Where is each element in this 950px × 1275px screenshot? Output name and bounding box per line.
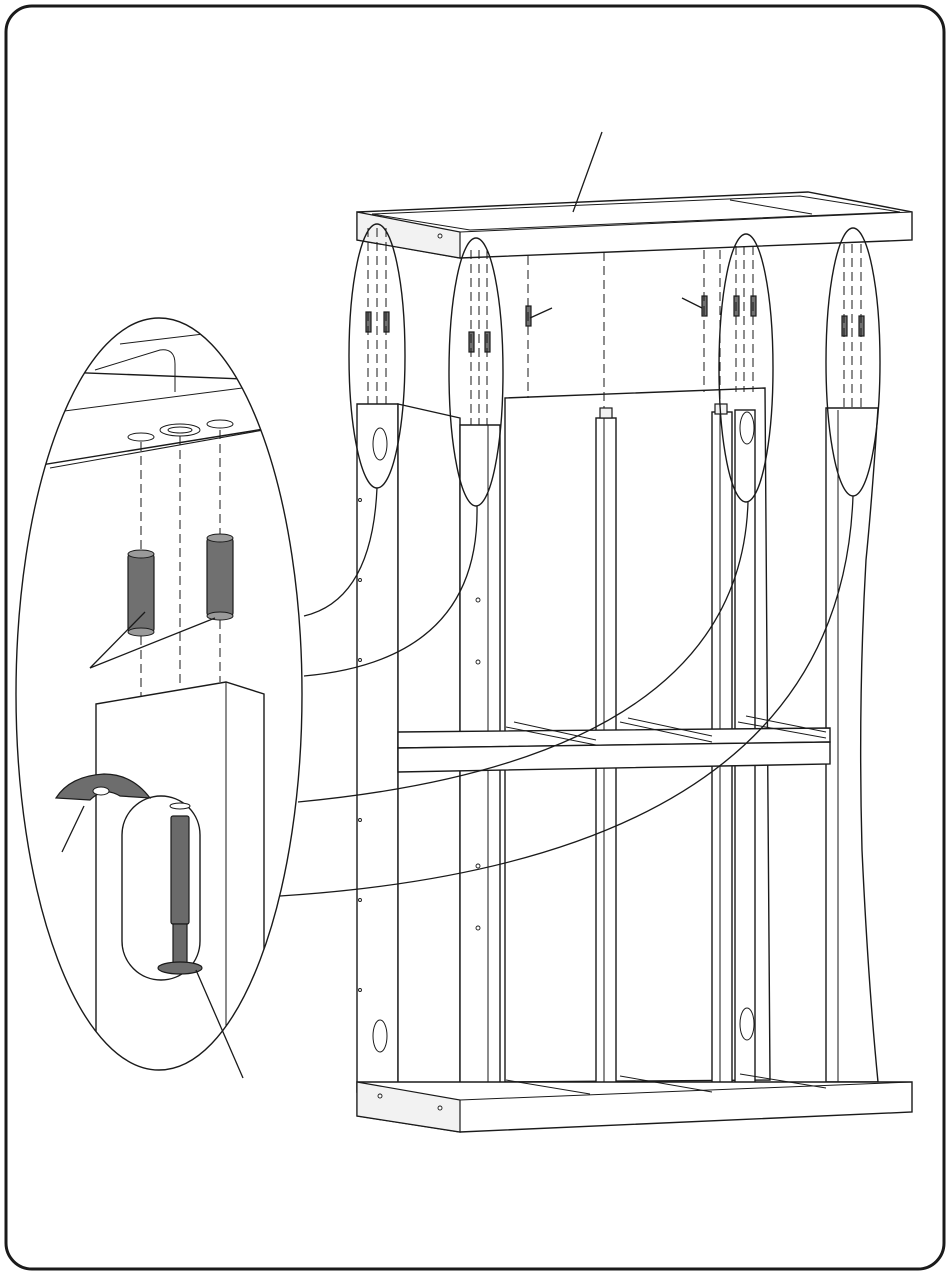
wooden-dowels: [366, 296, 864, 352]
dowel-hole: [128, 433, 154, 441]
wooden-dowel: [207, 538, 233, 616]
wooden-dowel: [128, 554, 154, 632]
cam-hole: [373, 428, 387, 460]
cam-hole: [740, 412, 754, 444]
cam-lock-leader: [62, 806, 84, 852]
cam-bolt: [171, 816, 189, 924]
cam-hole: [373, 1020, 387, 1052]
top-panel-leader: [573, 132, 602, 212]
cam-hole: [740, 1008, 754, 1040]
cam-lock-head: [158, 962, 202, 974]
left-side-panel-edge: [357, 404, 398, 1092]
dowel-leader: [530, 308, 552, 318]
dowel-leader: [90, 612, 145, 668]
cabinet-assembly: [349, 132, 912, 1132]
detail-top-panel: [10, 370, 320, 470]
dowel-hole: [207, 420, 233, 428]
detail-view: [10, 318, 320, 1080]
dowel-leader: [682, 298, 702, 308]
